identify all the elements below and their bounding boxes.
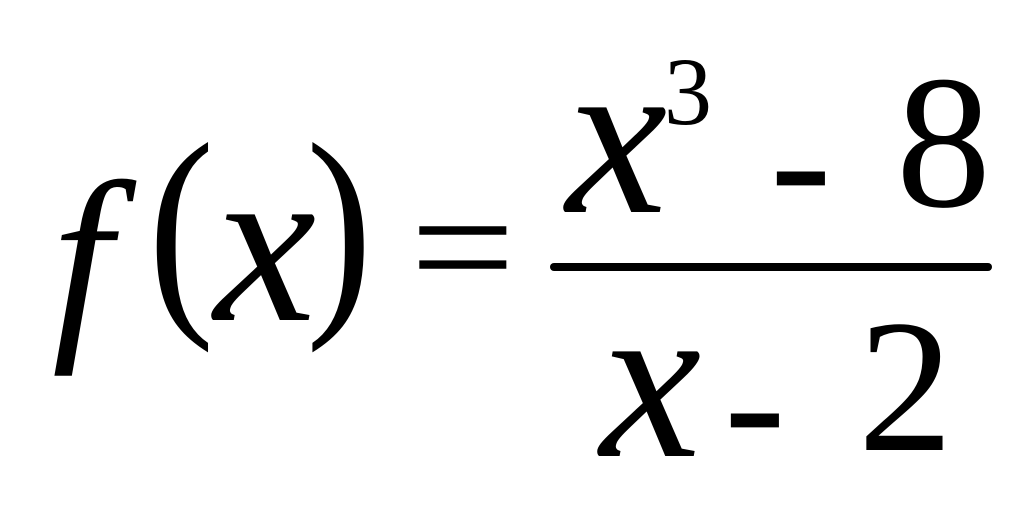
close-parenthesis: ) xyxy=(306,97,373,354)
function-name: f xyxy=(52,138,112,377)
numerator-constant: 8 xyxy=(896,38,991,248)
denominator-constant: 2 xyxy=(858,282,953,492)
equals-sign: = xyxy=(410,153,516,341)
fraction-bar xyxy=(550,263,992,271)
function-argument: x xyxy=(214,115,317,370)
numerator-exponent: 3 xyxy=(664,38,712,145)
open-parenthesis: ( xyxy=(148,97,215,354)
numerator-variable: x xyxy=(566,10,668,262)
denominator-minus-sign: - xyxy=(724,300,786,505)
denominator-variable: x xyxy=(600,254,702,506)
numerator-minus-sign: - xyxy=(770,58,832,263)
